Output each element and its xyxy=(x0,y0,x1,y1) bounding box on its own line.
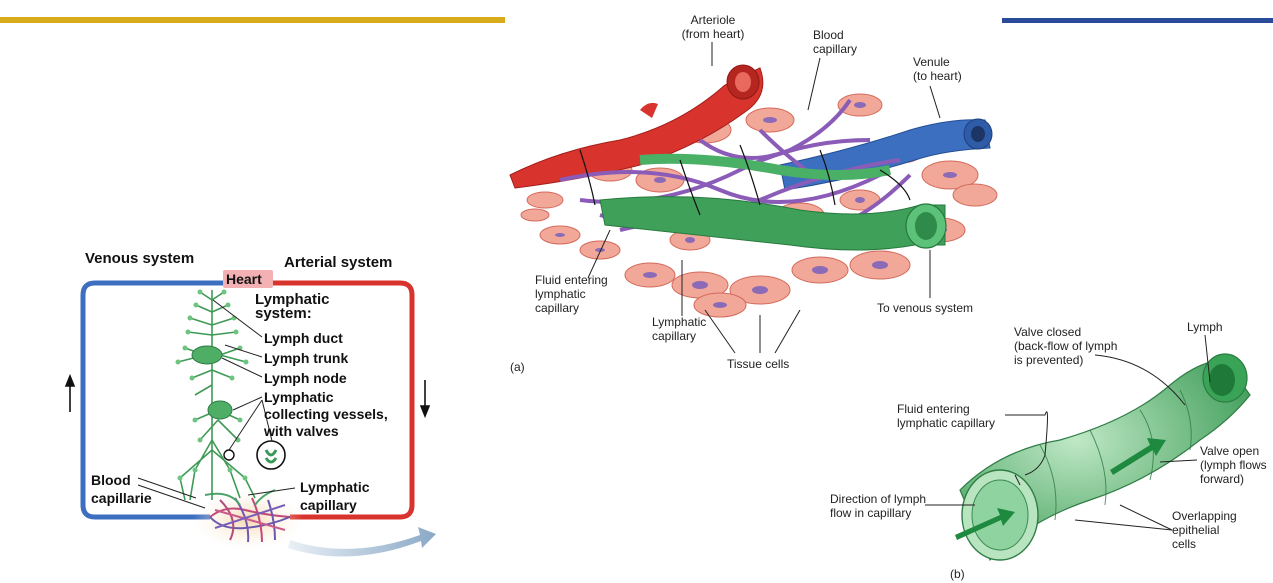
venule-label: Venule (to heart) xyxy=(913,55,962,83)
to-venous-label: To venous system xyxy=(877,301,974,315)
panel-a-illustration xyxy=(509,64,998,318)
lymph-node-label: Lymph node xyxy=(264,370,347,386)
valve-inset-small xyxy=(223,449,235,461)
heart-label: Heart xyxy=(226,271,262,287)
lymph-duct-label: Lymph duct xyxy=(264,330,343,346)
down-arrow-icon xyxy=(419,380,431,419)
lymphatic-system-label: Lymphatic system: xyxy=(255,291,330,322)
flow-arrow-icon xyxy=(288,527,436,557)
arterial-vessel xyxy=(266,280,415,520)
venous-vessel xyxy=(80,280,228,520)
lymph-flow-arrows xyxy=(955,438,1166,540)
lymph-trunk-label: Lymph trunk xyxy=(264,350,349,366)
label-pointers-left xyxy=(137,299,296,509)
lymphatic-capillary-label-a: Lymphatic capillary xyxy=(652,315,707,343)
tissue-cells-label: Tissue cells xyxy=(727,357,790,371)
direction-label: Direction of lymph flow in capillary xyxy=(830,492,927,520)
label-pointers-b xyxy=(925,334,1211,531)
panel-b-label: (b) xyxy=(950,567,965,581)
top-accent-bar-gold xyxy=(0,17,505,23)
up-arrow-icon xyxy=(64,373,76,412)
panel-b-illustration xyxy=(955,353,1251,562)
fluid-entering-label-b: Fluid entering lymphatic capillary xyxy=(897,402,996,430)
collecting-vessels-label: Lymphatic collecting vessels, with valve… xyxy=(264,389,388,439)
arteriole-label: Arteriole (from heart) xyxy=(681,13,745,41)
label-pointers-a xyxy=(587,42,941,354)
top-accent-bar-blue xyxy=(1002,18,1273,23)
panel-a-label: (a) xyxy=(510,360,525,374)
arterial-system-label: Arterial system xyxy=(284,254,393,271)
venous-system-label: Venous system xyxy=(85,250,195,267)
lymph-leaves xyxy=(175,289,249,481)
lymphatic-capillary-vessel xyxy=(599,196,946,251)
lymphatic-capillary-label: Lymphatic capillary xyxy=(300,479,370,513)
fluid-flow-arrows xyxy=(579,144,911,216)
epithelial-cell-edges xyxy=(1039,389,1192,521)
lymph-node xyxy=(191,345,223,365)
fluid-entering-label-a: Fluid entering lymphatic capillary xyxy=(535,273,608,315)
lymph-tree xyxy=(177,290,256,501)
lymph-node-2 xyxy=(207,400,233,420)
lymph-label: Lymph xyxy=(1187,320,1223,334)
valve-closed-label: Valve closed (back-flow of lymph is prev… xyxy=(1014,325,1118,367)
capillary-bed xyxy=(204,489,291,543)
blood-capillarie-label: Blood capillarie xyxy=(91,472,152,506)
blood-capillary-label: Blood capillary xyxy=(813,28,858,56)
heart-box xyxy=(223,270,273,288)
valve-open-label: Valve open (lymph flows forward) xyxy=(1200,444,1267,486)
overlapping-label: Overlapping epithelial cells xyxy=(1172,509,1237,551)
